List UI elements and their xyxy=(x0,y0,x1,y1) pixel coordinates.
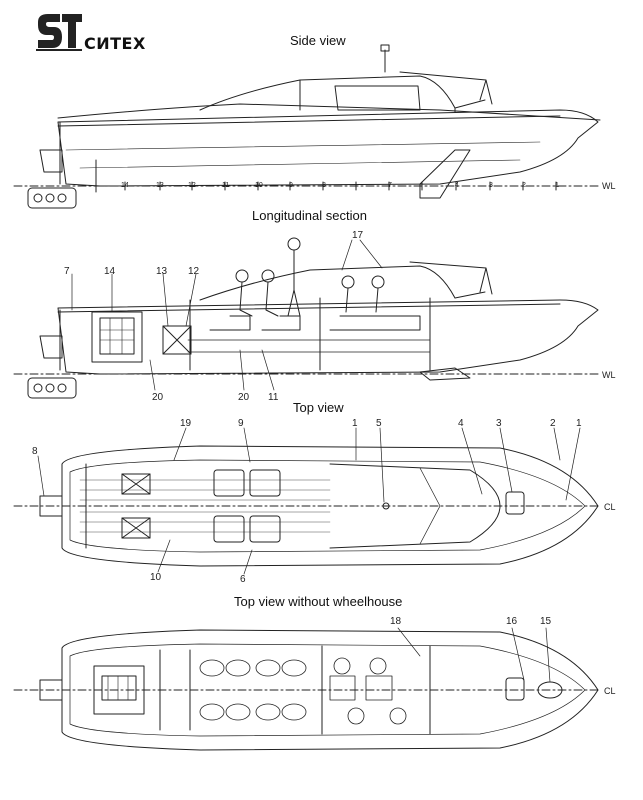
station-label: 4 xyxy=(455,182,459,189)
callout-8: 8 xyxy=(32,446,38,457)
hull-top xyxy=(61,445,599,567)
callout-19: 19 xyxy=(180,418,192,429)
callout-13: 13 xyxy=(156,266,168,277)
callout-17: 17 xyxy=(352,230,364,241)
station-label: 2 xyxy=(522,182,526,189)
callout-2: 2 xyxy=(550,418,556,429)
wheelhouse-roof xyxy=(329,463,501,549)
centerline-label: CL xyxy=(604,502,616,512)
callout-15: 15 xyxy=(540,616,552,627)
company-logo: СИТЕХ xyxy=(34,10,164,58)
outboard-side xyxy=(39,121,63,185)
person-figure xyxy=(341,275,355,289)
person-figure xyxy=(261,269,275,283)
callout-1: 1 xyxy=(576,418,582,429)
waterline-label-2: WL xyxy=(602,370,616,380)
callout-14: 14 xyxy=(104,266,116,277)
station-label: 3 xyxy=(489,182,493,189)
callout-20: 20 xyxy=(152,392,164,403)
station-label: 8 xyxy=(322,182,326,189)
top-view xyxy=(13,427,601,575)
top-view-without-wheelhouse xyxy=(13,627,601,751)
callout-18: 18 xyxy=(390,616,402,627)
st-logo-mark xyxy=(34,10,84,56)
top-view-without-wheelhouse-title: Top view without wheelhouse xyxy=(234,594,403,609)
station-label: 9 xyxy=(289,182,293,189)
callout-3: 3 xyxy=(496,418,502,429)
callout-5: 5 xyxy=(376,418,382,429)
callout-10: 10 xyxy=(150,572,162,583)
engine-block xyxy=(91,311,143,363)
waterline-label: WL xyxy=(602,181,616,191)
station-label: 1 xyxy=(555,182,559,189)
callout-20b: 20 xyxy=(238,392,250,403)
station-label: 7 xyxy=(388,182,392,189)
callout-1a: 1 xyxy=(352,418,358,429)
fuel-tank xyxy=(162,325,192,355)
station-label: 14 xyxy=(121,182,129,189)
hull-side xyxy=(57,109,599,187)
callout-12: 12 xyxy=(188,266,200,277)
hull-section xyxy=(57,299,599,375)
callout-9: 9 xyxy=(238,418,244,429)
person-figure xyxy=(287,237,301,251)
engine-room xyxy=(93,665,145,715)
person-figure xyxy=(235,269,249,283)
logo-text: СИТЕХ xyxy=(84,34,146,53)
station-label: 11 xyxy=(222,182,229,189)
side-view-title: Side view xyxy=(290,33,346,48)
callout-11: 11 xyxy=(268,392,279,403)
callout-7: 7 xyxy=(64,266,70,277)
side-view xyxy=(13,44,601,209)
station-label: 13 xyxy=(156,182,164,189)
window-side xyxy=(334,85,421,111)
callout-4: 4 xyxy=(458,418,464,429)
foil-side xyxy=(419,149,471,199)
longitudinal-section xyxy=(13,237,599,399)
longitudinal-section-title: Longitudinal section xyxy=(252,208,367,223)
hull-top-2 xyxy=(61,629,599,751)
top-view-title: Top view xyxy=(293,400,344,415)
station-label: 12 xyxy=(188,182,196,189)
centerline-label-2: CL xyxy=(604,686,616,696)
station-label: 10 xyxy=(255,182,263,189)
callout-6: 6 xyxy=(240,574,246,585)
person-figure xyxy=(371,275,385,289)
callout-16: 16 xyxy=(506,616,518,627)
